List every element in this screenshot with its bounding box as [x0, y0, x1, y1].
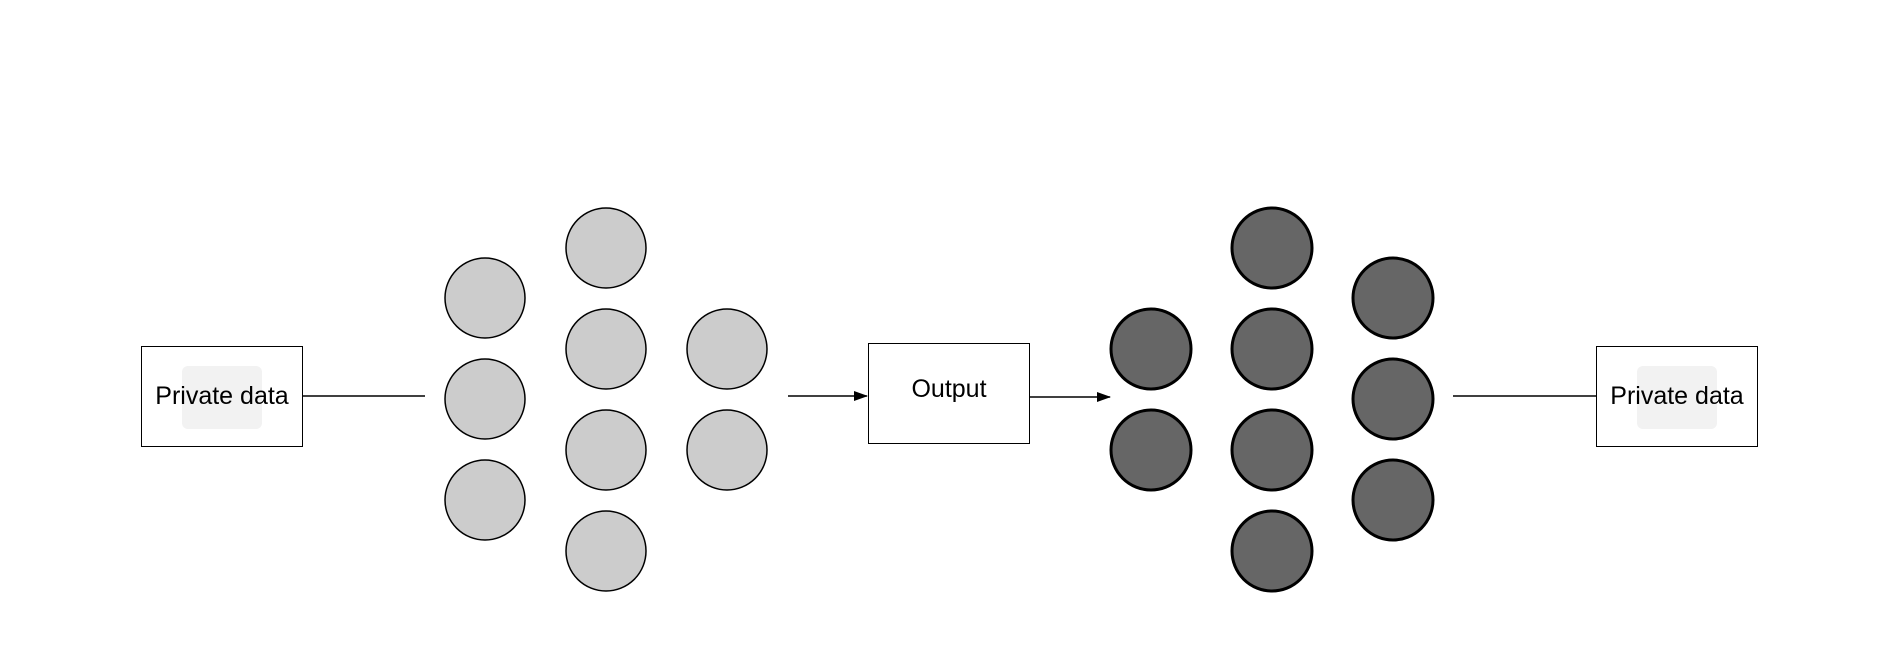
- light-neuron: [686, 308, 768, 390]
- light-neuron: [565, 510, 647, 592]
- dark-neuron: [1230, 206, 1314, 290]
- dark-neuron: [1109, 408, 1193, 492]
- watermark-icon: [182, 366, 262, 429]
- right-network-layer-3: [1351, 256, 1435, 542]
- private-data-box-left: Private data: [141, 346, 303, 447]
- left-network-layer-1: [444, 257, 526, 541]
- private-data-label-right: Private data: [1610, 382, 1744, 410]
- dark-neuron: [1351, 458, 1435, 542]
- output-label: Output: [911, 375, 987, 403]
- right-network: [1109, 206, 1435, 593]
- left-network-layer-3: [686, 308, 768, 491]
- dark-neuron: [1351, 357, 1435, 441]
- right-network-layer-2: [1230, 206, 1314, 593]
- left-network: [444, 207, 768, 592]
- light-neuron: [686, 409, 768, 491]
- watermark-icon: [1637, 366, 1717, 429]
- light-neuron: [444, 459, 526, 541]
- dark-neuron: [1109, 307, 1193, 391]
- dark-neuron: [1230, 509, 1314, 593]
- left-network-layer-2: [565, 207, 647, 592]
- light-neuron: [444, 257, 526, 339]
- private-data-label-left: Private data: [155, 382, 289, 410]
- light-neuron: [444, 358, 526, 440]
- right-network-layer-1: [1109, 307, 1193, 492]
- dark-neuron: [1230, 307, 1314, 391]
- output-box: Output: [868, 343, 1030, 444]
- light-neuron: [565, 207, 647, 289]
- light-neuron: [565, 409, 647, 491]
- light-neuron: [565, 308, 647, 390]
- dark-neuron: [1351, 256, 1435, 340]
- dark-neuron: [1230, 408, 1314, 492]
- private-data-box-right: Private data: [1596, 346, 1758, 447]
